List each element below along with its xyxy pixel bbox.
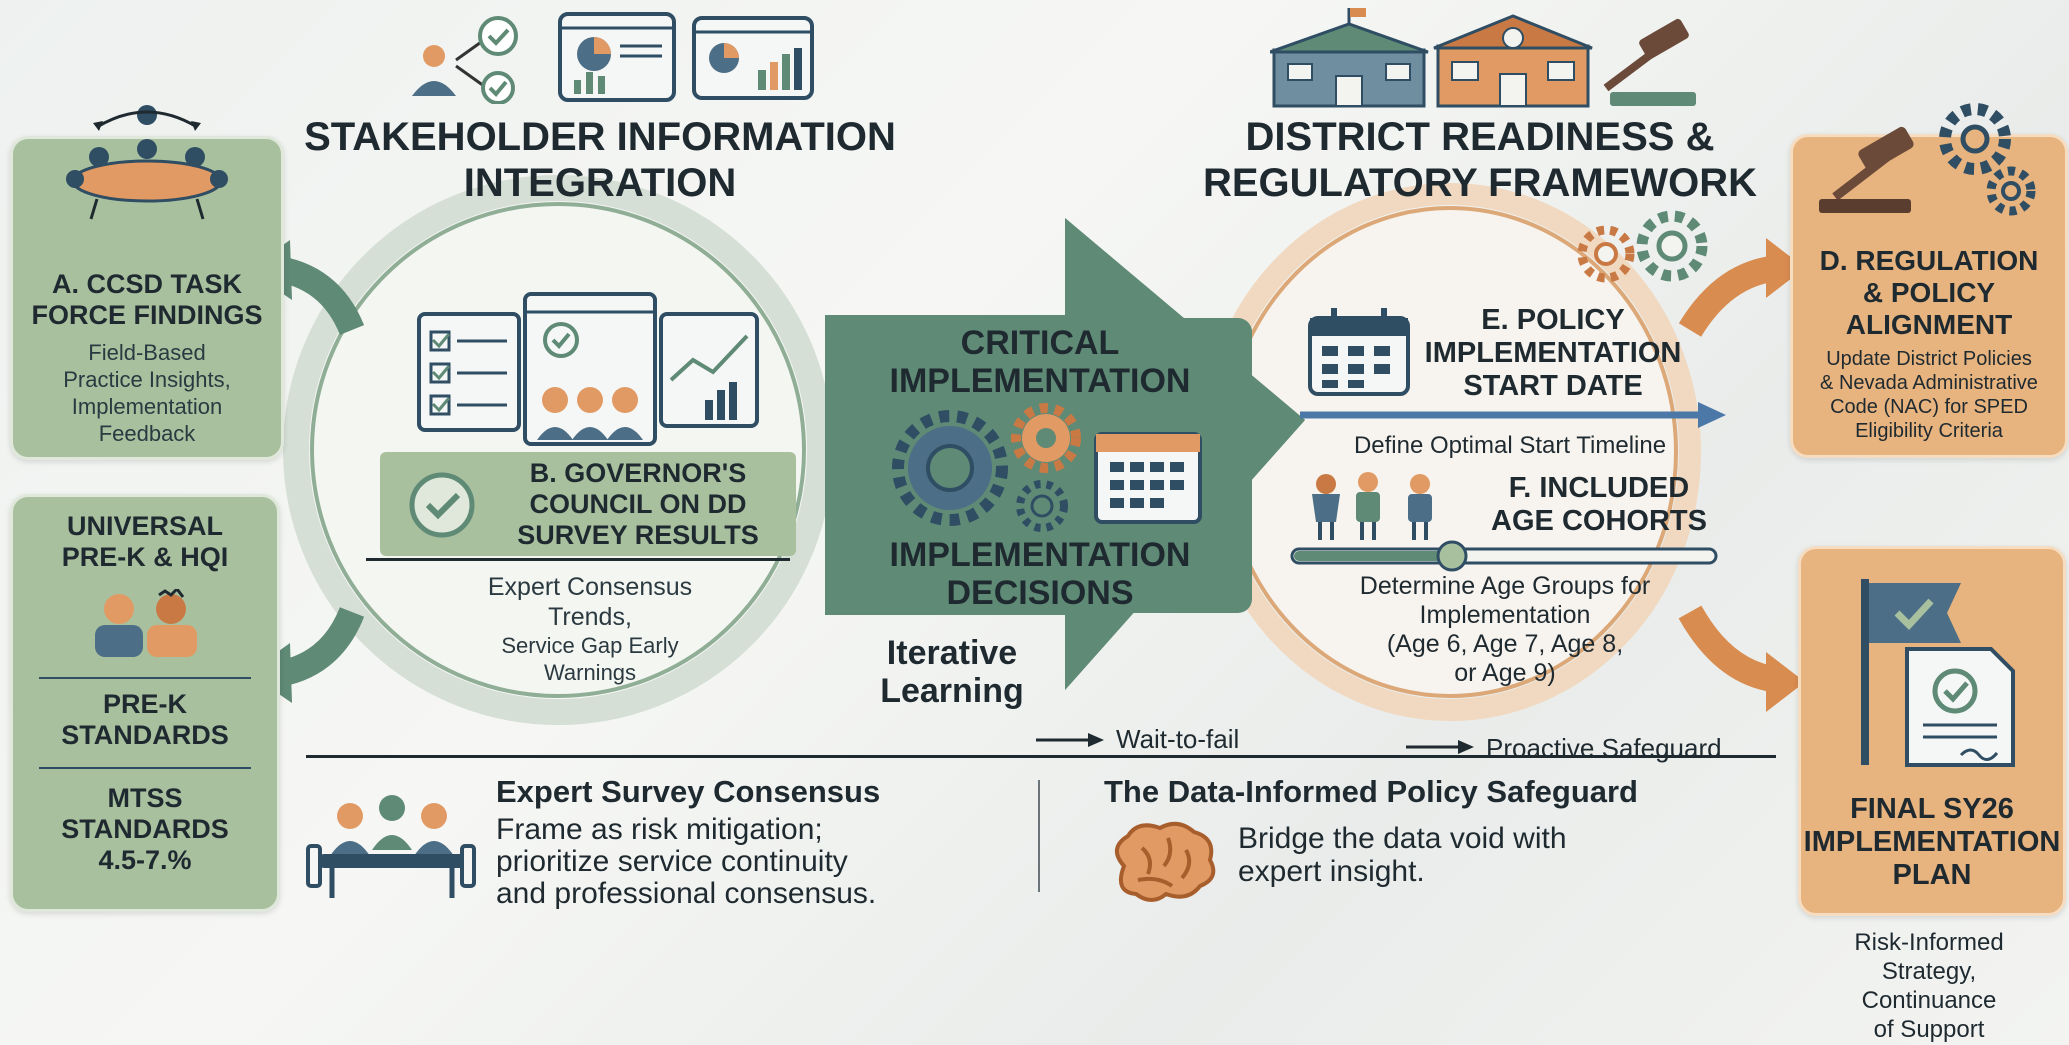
- document-check-icon: [1905, 647, 2015, 767]
- card-b-body-warnings: Service Gap Early Warnings: [501, 633, 679, 685]
- school-icon: [1270, 8, 1429, 108]
- card-b-title: B. GOVERNOR'S COUNCIL ON DD SURVEY RESUL…: [517, 458, 759, 550]
- mtss-standards-title: MTSS STANDARDS 4.5-7.%: [61, 783, 229, 875]
- card-f-title: F. INCLUDED AGE COHORTS: [1491, 472, 1707, 537]
- expert-survey-title: Expert Survey Consensus: [496, 774, 881, 809]
- header-left-title: STAKEHOLDER INFORMATION INTEGRATION: [304, 115, 896, 205]
- timeline-line: [306, 755, 1776, 758]
- center-arrow-decisions: IMPLEMENTATION DECISIONS: [889, 536, 1191, 612]
- header-right-title: DISTRICT READINESS & REGULATORY FRAMEWOR…: [1202, 115, 1758, 205]
- center-arrow-title: CRITICAL IMPLEMENTATION: [889, 324, 1191, 400]
- card-f-body: Determine Age Groups for Implementation …: [1359, 572, 1651, 687]
- card-a-task-force: A. CCSD TASK FORCE FINDINGS Field-Based …: [10, 105, 284, 460]
- timeline-arrow: [1300, 402, 1726, 428]
- gear-icon: [1577, 210, 1708, 283]
- card-final-caption: Risk-Informed Strategy, Continuance of S…: [1854, 929, 2004, 1043]
- card-d-title: D. REGULATION & POLICY ALIGNMENT: [1819, 245, 2039, 340]
- children-icon: [95, 589, 197, 657]
- meeting-icon: [412, 16, 518, 104]
- gavel-icon: [1603, 18, 1696, 106]
- check-circle-icon: [409, 472, 475, 538]
- timeline-label-wait: Wait-to-fail: [1116, 724, 1240, 754]
- brain-icon: [1115, 821, 1216, 902]
- team-table-icon: [306, 795, 476, 898]
- card-b-body-trends: Expert Consensus Trends,: [487, 573, 693, 631]
- iterative-learning-label: Iterative Learning: [880, 634, 1024, 710]
- team-table-icon: [66, 105, 228, 220]
- safeguard-body: Bridge the data void with expert insight…: [1238, 822, 1567, 888]
- card-final-plan: FINAL SY26 IMPLEMENTATION PLAN: [1798, 546, 2066, 916]
- pre-k-standards-title: PRE-K STANDARDS: [61, 689, 229, 750]
- expert-survey-body: Frame as risk mitigation; prioritize ser…: [496, 813, 877, 910]
- card-final-title: FINAL SY26 IMPLEMENTATION PLAN: [1803, 793, 2061, 891]
- bottom-divider: [1038, 780, 1040, 892]
- arrow-right-icon: [1036, 733, 1104, 747]
- card-d-regulation: D. REGULATION & POLICY ALIGNMENT Update …: [1790, 103, 2068, 458]
- checklist-icon: [417, 292, 759, 446]
- age-slider: [1290, 540, 1718, 572]
- bar-chart-icon: [692, 16, 814, 100]
- arrow-right-icon: [1406, 740, 1474, 754]
- gavel-icon: [1819, 103, 2036, 216]
- school-icon: [1433, 14, 1593, 108]
- card-universal-pre-k: UNIVERSAL PRE-K & HQI PRE-K STANDARDS MT…: [10, 494, 280, 912]
- universal-pre-k-title: UNIVERSAL PRE-K & HQI: [61, 511, 229, 572]
- header-right-icons: [1270, 6, 1720, 110]
- pie-chart-icon: [558, 12, 676, 102]
- safeguard-title: The Data-Informed Policy Safeguard: [1104, 774, 1638, 809]
- card-a-body: Field-Based Practice Insights, Implement…: [63, 340, 231, 446]
- card-a-title: A. CCSD TASK FORCE FINDINGS: [31, 269, 263, 330]
- header-left-icons: [398, 8, 818, 104]
- calendar-icon: [1094, 432, 1202, 524]
- card-e-title: E. POLICY IMPLEMENTATION START DATE: [1424, 304, 1682, 402]
- children-icon: [1312, 472, 1432, 540]
- timeline-label-proactive: Proactive Safeguard: [1486, 733, 1722, 763]
- flag-icon: [1861, 579, 2015, 767]
- calendar-icon: [1308, 308, 1410, 396]
- card-d-body: Update District Policies & Nevada Admini…: [1820, 348, 2038, 442]
- gear-icon: [892, 403, 1202, 532]
- card-e-body: Define Optimal Start Timeline: [1353, 432, 1667, 459]
